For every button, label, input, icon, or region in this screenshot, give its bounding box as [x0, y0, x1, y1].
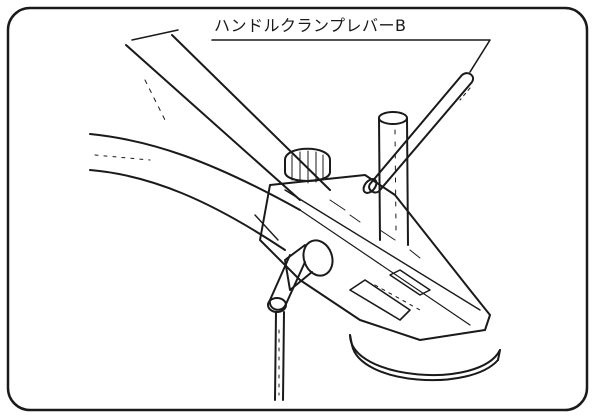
callout-leader-line — [211, 39, 491, 73]
callout-label-clamp-lever-b: ハンドルクランプレバーB — [214, 16, 407, 35]
clamp-lever-b — [362, 72, 474, 194]
vertical-post — [378, 111, 409, 246]
machine-base-body — [259, 174, 491, 341]
top-knob — [284, 147, 331, 184]
handle-arm-upper — [125, 29, 331, 201]
round-base-plate — [349, 334, 501, 382]
frame-border — [6, 6, 589, 412]
side-clamp-assembly — [267, 239, 334, 401]
front-tab — [389, 269, 431, 296]
